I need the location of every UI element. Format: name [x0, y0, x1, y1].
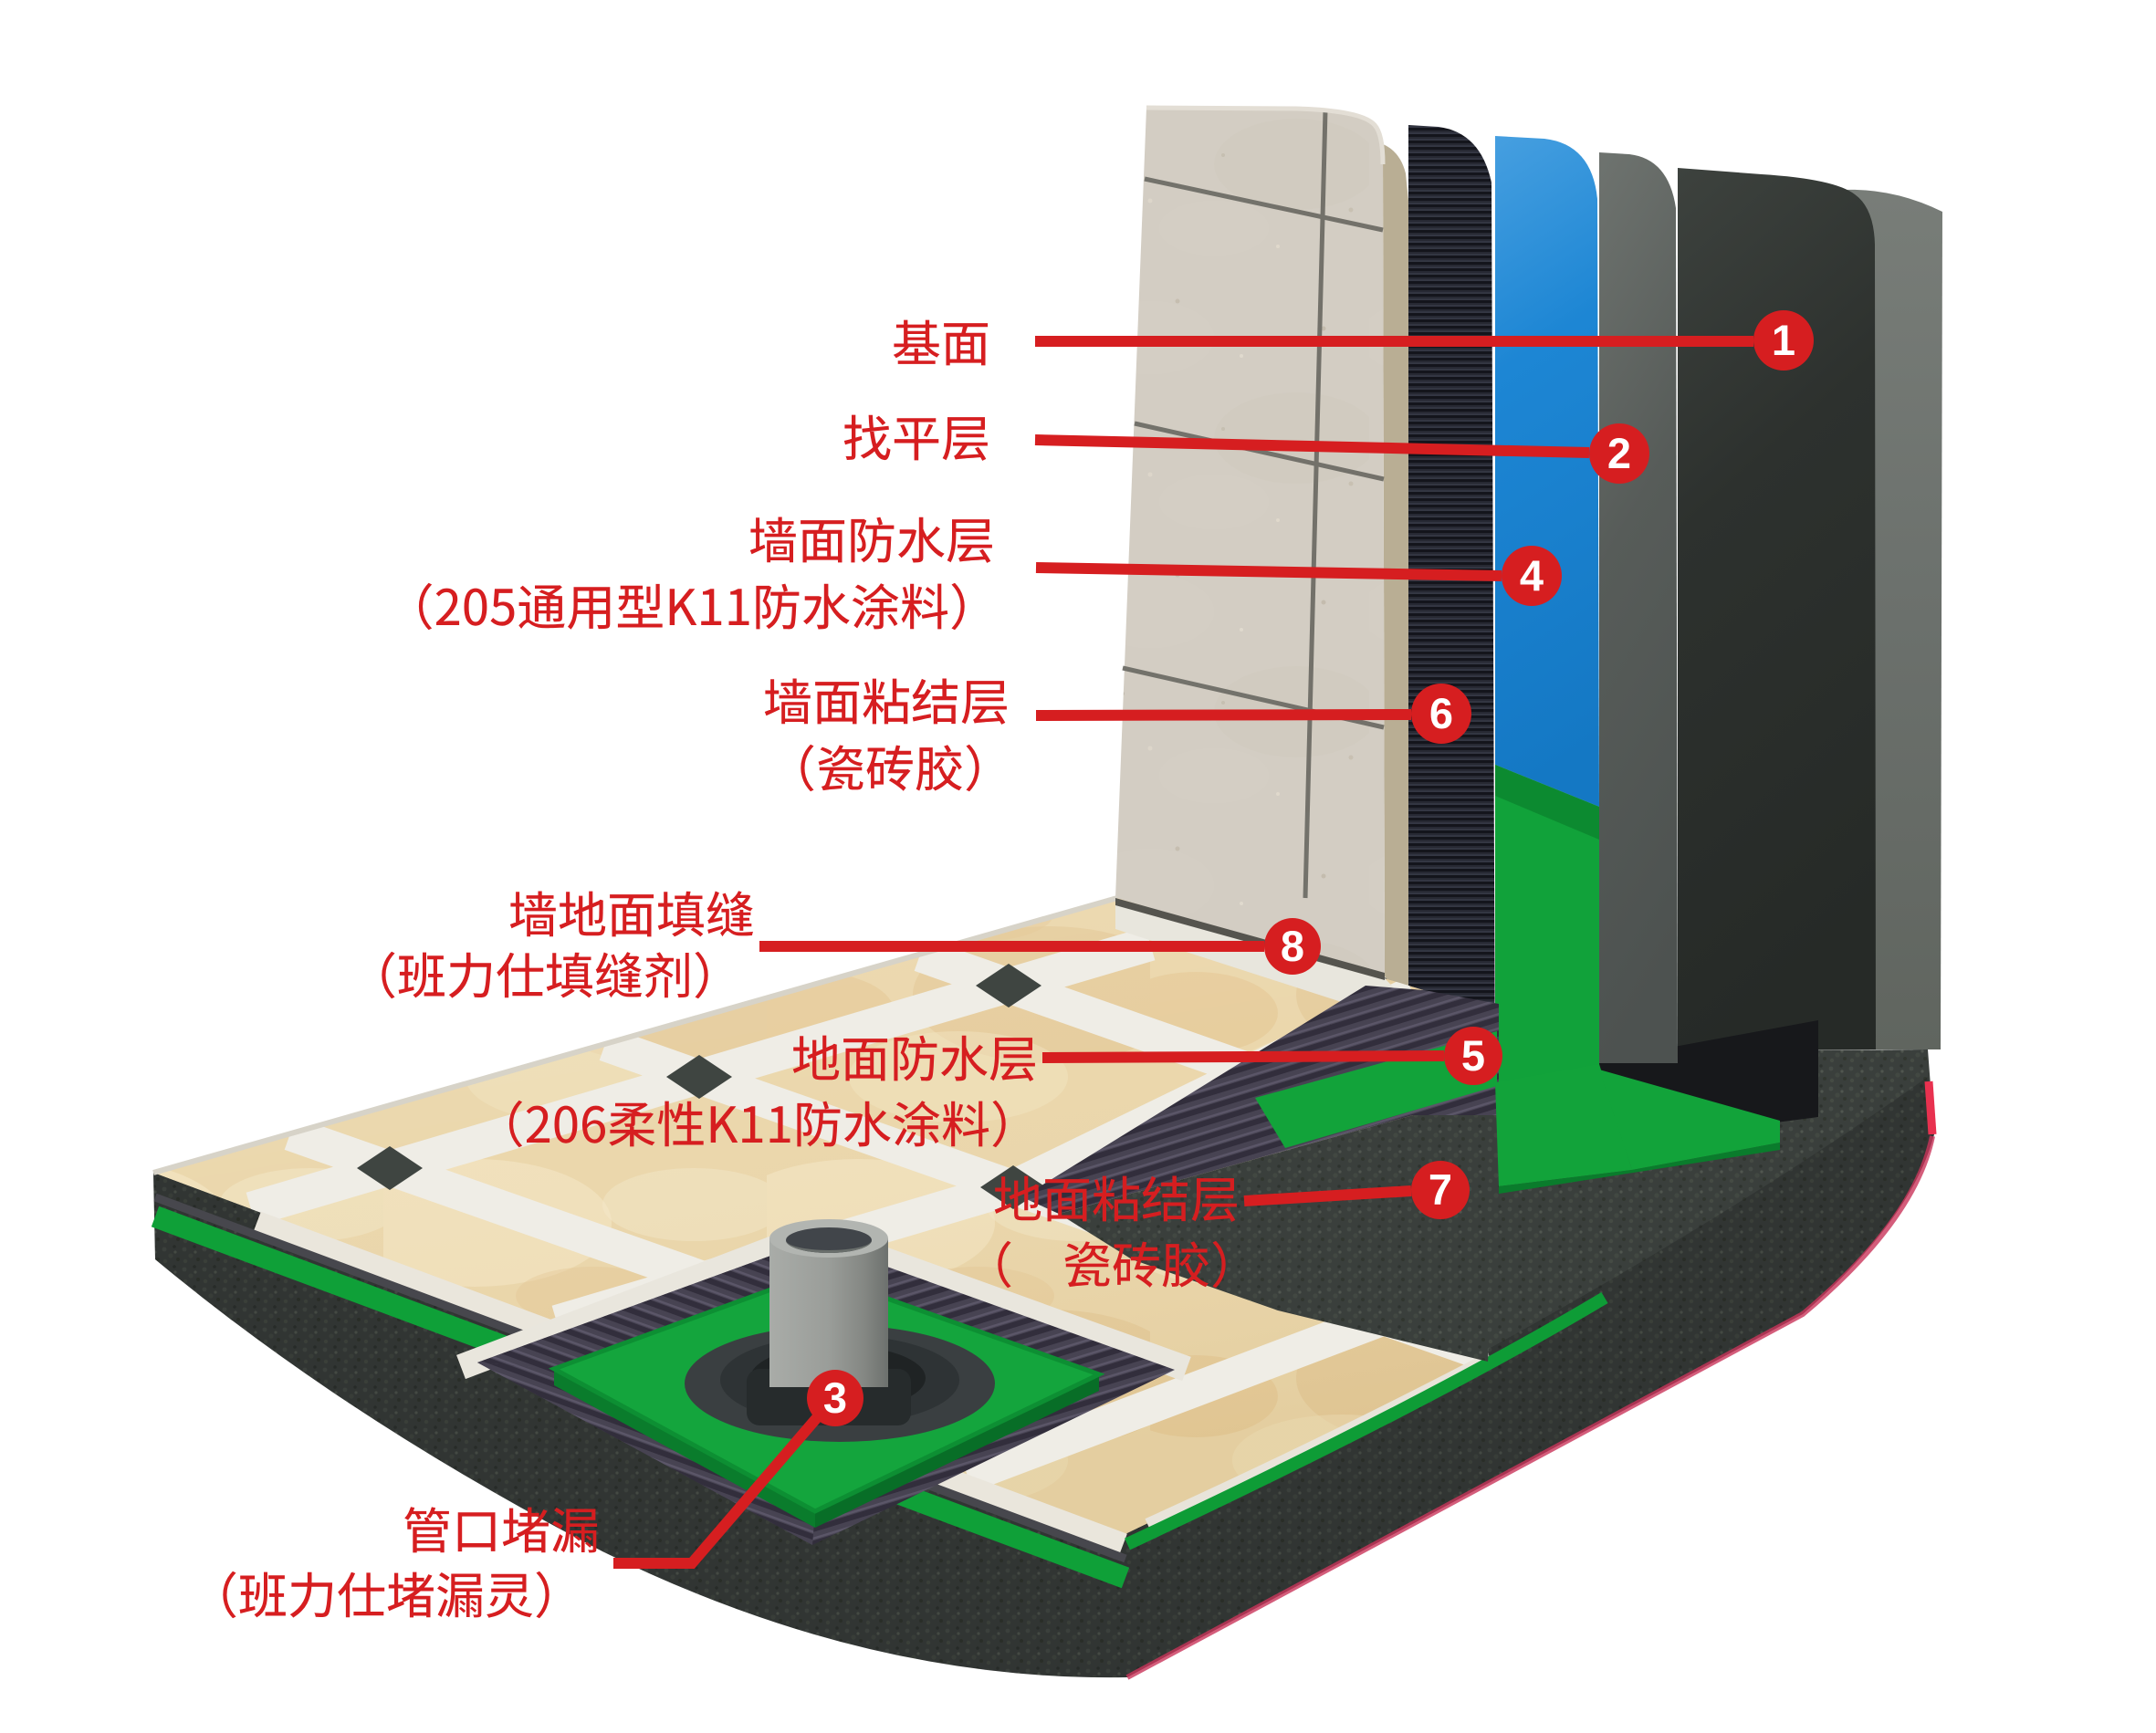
svg-text:1: 1: [1772, 316, 1795, 364]
svg-text:4: 4: [1520, 551, 1544, 600]
svg-text:6: 6: [1429, 689, 1453, 737]
svg-text:2: 2: [1607, 429, 1631, 477]
svg-text:7: 7: [1429, 1165, 1452, 1214]
svg-text:8: 8: [1281, 922, 1304, 970]
svg-text:3: 3: [823, 1373, 847, 1422]
svg-text:5: 5: [1461, 1031, 1485, 1080]
